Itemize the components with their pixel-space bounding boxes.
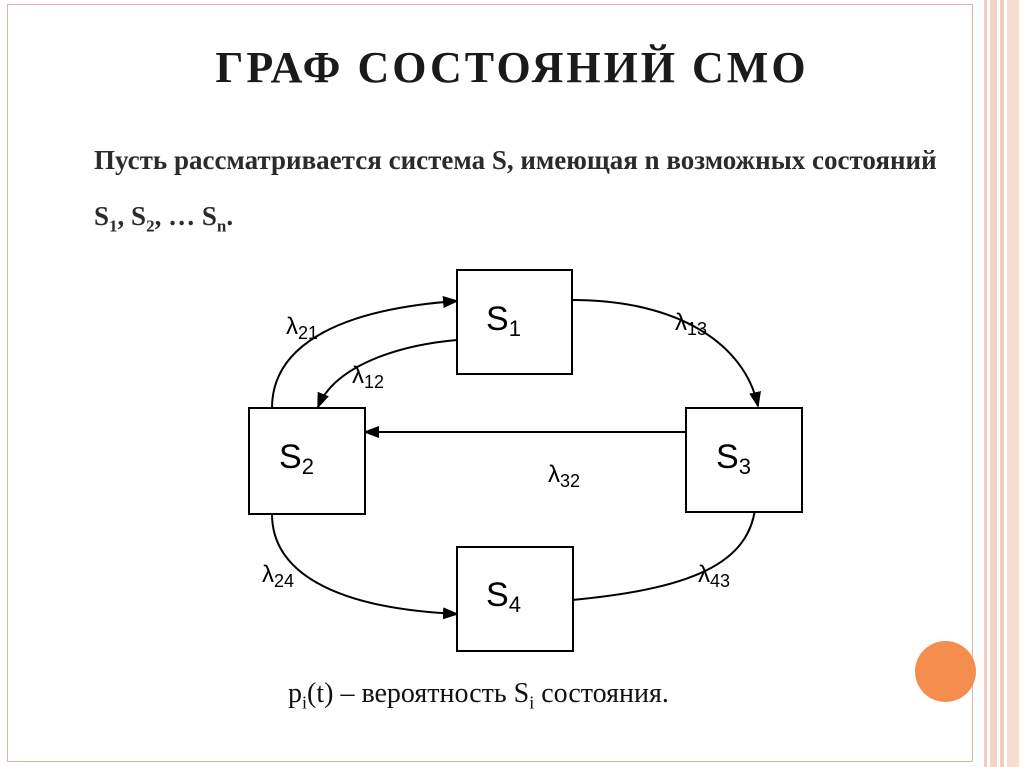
edge-s4-s3 [571,495,762,601]
rate-label-43: λ43 [698,561,730,591]
state-label-s3: S3 [716,438,751,479]
rate-label-21: λ21 [286,313,318,343]
decor-stripe [1007,0,1019,767]
intro-s1: S1 [94,201,118,236]
edge-s1-s3 [571,299,761,408]
slide-frame [7,4,973,762]
state-box-s2 [248,407,366,515]
intro-line-1: Пусть рассматривается система S, имеющая… [94,145,937,175]
footer-text: pi(t) – вероятность Si состояния. [288,678,669,713]
intro-s2: S2 [131,201,155,236]
state-label-s4: S4 [486,576,521,617]
state-box-s4 [456,546,574,652]
decor-stripe [1000,0,1004,767]
rate-label-12: λ12 [352,362,384,392]
state-box-s3 [685,407,803,513]
state-label-s1: S1 [486,300,521,341]
page-title: ГРАФ СОСТОЯНИЙ СМО [215,43,809,92]
rate-label-24: λ24 [262,561,294,591]
intro-line-2: S1, S2, … Sn. [94,201,234,236]
rate-label-32: λ32 [548,461,580,491]
edge-s1-s2 [317,339,458,409]
edge-s2-s1 [271,296,459,409]
decor-orange-circle [915,641,976,702]
state-label-s2: S2 [279,438,314,479]
state-box-s1 [456,269,573,375]
intro-text: Пусть рассматривается система S, имеющая… [94,132,974,254]
edge-s2-s4 [271,513,459,620]
decor-stripe [990,0,997,767]
intro-sn: Sn [201,201,227,236]
decor-stripe [984,0,987,767]
rate-label-13: λ13 [675,309,707,339]
